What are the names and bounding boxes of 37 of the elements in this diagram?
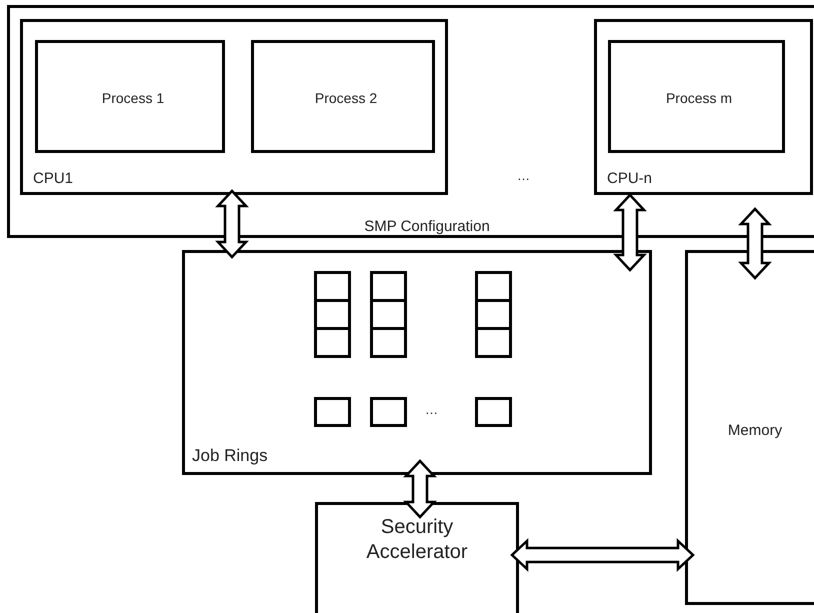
component-box <box>20 19 448 195</box>
box-label: CPU1 <box>33 170 74 188</box>
double-arrow <box>738 207 772 280</box>
queue-slot-box <box>314 299 351 330</box>
box-label: Process 1 <box>100 90 166 107</box>
component-box <box>35 40 225 153</box>
ellipsis-text: … <box>517 168 530 183</box>
box-label: Memory <box>726 422 784 440</box>
double-arrow <box>215 189 249 259</box>
component-box <box>594 19 813 195</box>
component-box <box>251 40 435 153</box>
ellipsis-text: … <box>425 402 438 417</box>
box-label: SMP Configuration <box>363 218 491 236</box>
box-label: Process m <box>664 90 734 107</box>
configuration-panel <box>7 5 814 238</box>
queue-slot-box <box>314 271 351 302</box>
queue-slot-box <box>475 271 512 302</box>
queue-slot-box <box>475 397 512 427</box>
double-arrow <box>613 193 647 272</box>
queue-slot-box <box>314 397 351 427</box>
box-label: Process 2 <box>314 90 378 107</box>
component-box <box>685 250 814 605</box>
component-box <box>608 40 785 153</box>
queue-slot-box <box>314 327 351 358</box>
queue-slot-box <box>370 327 407 358</box>
double-arrow <box>510 538 695 572</box>
box-label: CPU-n <box>607 170 652 188</box>
queue-slot-box <box>370 271 407 302</box>
queue-slot-box <box>370 397 407 427</box>
box-label: Job Rings <box>192 446 268 466</box>
box-label: Security Accelerator <box>365 515 469 565</box>
queue-slot-box <box>475 299 512 330</box>
queue-slot-box <box>475 327 512 358</box>
double-arrow <box>403 459 437 519</box>
queue-slot-box <box>370 299 407 330</box>
component-box <box>182 250 652 475</box>
component-box <box>315 502 519 613</box>
